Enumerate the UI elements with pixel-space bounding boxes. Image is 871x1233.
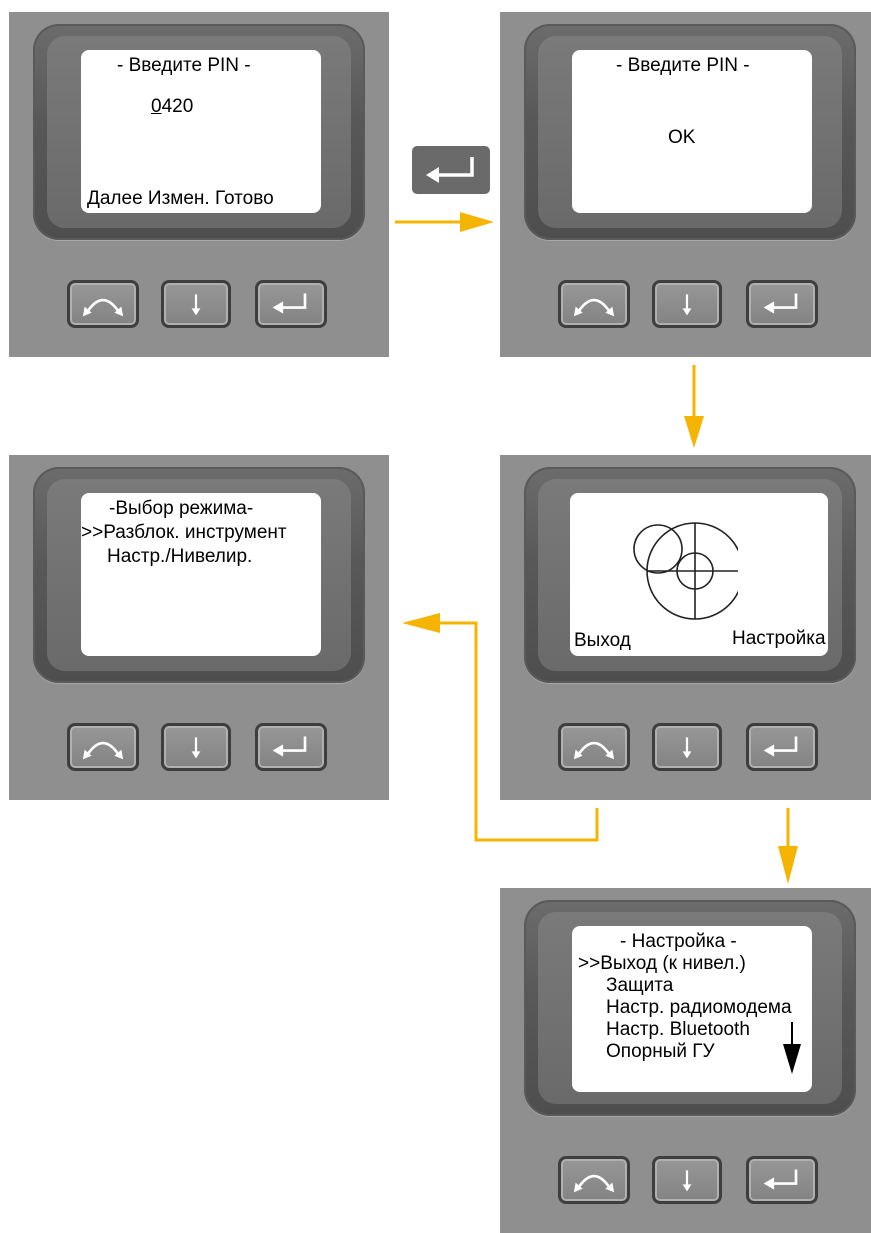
enter-icon (272, 293, 307, 314)
softkey-labels: Далее Измен. Готово (87, 188, 274, 209)
menu-item-setup-level[interactable]: Настр./Нивелир. (107, 546, 253, 567)
down-arrow-icon (191, 294, 201, 316)
pin-status: OK (668, 127, 696, 148)
softkey-exit[interactable]: Выход (574, 630, 631, 651)
down-button[interactable] (652, 1156, 722, 1204)
menu-item-protection[interactable]: Защита (606, 975, 674, 996)
enter-icon (763, 1169, 798, 1190)
lcd-screen: - Введите PIN - OK (572, 50, 812, 213)
device-mode-select: -Выбор режима- >>Разблок. инструмент Нас… (9, 455, 389, 800)
softkey-setup[interactable]: Настройка (732, 628, 826, 649)
flow-arrowhead-down-2 (778, 846, 798, 884)
lcd-screen: - Настройка - >>Выход (к нивел.) Защита … (572, 926, 812, 1092)
down-arrow-icon (682, 294, 692, 316)
enter-button[interactable] (255, 723, 327, 771)
screen-title: - Введите PIN - (616, 55, 750, 76)
rotate-icon (82, 298, 124, 317)
menu-item-exit-to-level[interactable]: >>Выход (к нивел.) (578, 953, 746, 974)
device-pin-ok: - Введите PIN - OK (500, 12, 871, 357)
rotate-icon (573, 741, 615, 760)
enter-button[interactable] (746, 723, 818, 771)
menu-item-unlock[interactable]: >>Разблок. инструмент (81, 522, 287, 543)
enter-icon (272, 736, 307, 757)
screen-title: -Выбор режима- (109, 498, 254, 519)
menu-item-radio-modem[interactable]: Настр. радиомодема (606, 997, 792, 1018)
screen-title: - Настройка - (620, 931, 737, 952)
rotate-icon (573, 1174, 615, 1193)
rotate-button[interactable] (558, 723, 630, 771)
pin-digits: 420 (161, 96, 194, 117)
rotate-button[interactable] (67, 723, 139, 771)
menu-item-reference-angle[interactable]: Опорный ГУ (606, 1041, 715, 1062)
down-button[interactable] (652, 723, 722, 771)
device-pin-entry: - Введите PIN - 0420 Далее Измен. Готово (9, 12, 389, 357)
enter-button[interactable] (746, 1156, 818, 1204)
enter-icon (763, 736, 798, 757)
down-button[interactable] (652, 280, 722, 328)
rotate-button[interactable] (558, 1156, 630, 1204)
lcd-screen: -Выбор режима- >>Разблок. инструмент Нас… (81, 493, 321, 656)
lcd-screen: - Введите PIN - 0420 Далее Измен. Готово (81, 50, 321, 213)
down-arrow-icon (682, 737, 692, 759)
device-settings: - Настройка - >>Выход (к нивел.) Защита … (500, 888, 871, 1233)
enter-key-indicator (412, 146, 490, 194)
down-arrow-icon (191, 737, 201, 759)
down-button[interactable] (161, 280, 231, 328)
enter-icon (426, 157, 474, 183)
pin-value: 0420 (151, 95, 193, 118)
device-level-view: Выход Настройка (500, 455, 871, 800)
flow-arrowhead-down-1 (684, 416, 704, 448)
rotate-button[interactable] (67, 280, 139, 328)
rotate-icon (573, 298, 615, 317)
menu-item-bluetooth[interactable]: Настр. Bluetooth (606, 1019, 750, 1040)
down-arrow-icon (682, 1170, 692, 1192)
flow-arrowhead-left (402, 613, 440, 633)
enter-button[interactable] (255, 280, 327, 328)
enter-button[interactable] (746, 280, 818, 328)
scroll-down-icon (783, 1022, 801, 1074)
enter-icon (763, 293, 798, 314)
lcd-screen: Выход Настройка (570, 493, 828, 656)
level-bubble-icon (633, 522, 738, 620)
rotate-button[interactable] (558, 280, 630, 328)
rotate-icon (82, 741, 124, 760)
screen-title: - Введите PIN - (117, 55, 251, 76)
pin-cursor-digit: 0 (151, 96, 162, 117)
down-button[interactable] (161, 723, 231, 771)
flow-arrowhead-right (460, 212, 494, 232)
